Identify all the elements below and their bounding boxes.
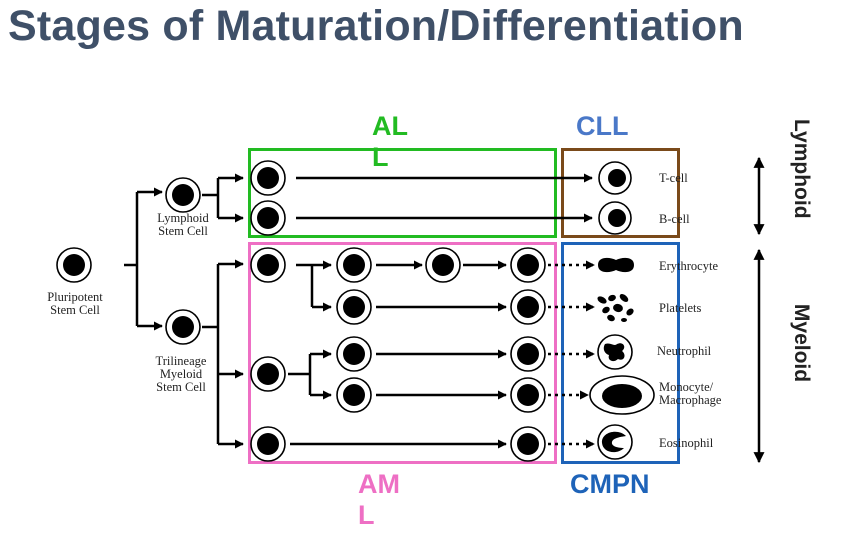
lymphoid-progenitor-cell bbox=[250, 160, 286, 196]
lymphoid-stem-label-line2: Stem Cell bbox=[158, 224, 208, 238]
cll-box bbox=[561, 148, 680, 238]
aml-label: AM L bbox=[358, 469, 400, 531]
pluripotent-label-line2: Stem Cell bbox=[50, 303, 100, 317]
aml-label-line1: AM bbox=[358, 469, 400, 499]
b-cell-label: B-cell bbox=[659, 212, 690, 226]
neutrophil-label: Neutrophil bbox=[657, 344, 712, 358]
aml-label-line2: L bbox=[358, 500, 375, 530]
t-cell-label: T-cell bbox=[659, 171, 688, 185]
monocyte-label-line1: Monocyte/ bbox=[659, 380, 714, 394]
trilineage-label-line2: Myeloid bbox=[159, 367, 203, 381]
trilineage-label-line3: Stem Cell bbox=[156, 380, 206, 394]
myeloid-progenitor-cell bbox=[250, 356, 286, 392]
platelets-icon bbox=[597, 294, 634, 322]
monocyte-label-line2: Macrophage bbox=[659, 393, 722, 407]
cmpn-label: CMPN bbox=[570, 469, 650, 499]
pluripotent-label-line1: Pluripotent bbox=[47, 290, 103, 304]
monocyte-label: Monocyte/ Macrophage bbox=[659, 381, 721, 407]
platelets-label: Platelets bbox=[659, 301, 702, 315]
eosinophil-icon bbox=[597, 424, 633, 460]
page-title: Stages of Maturation/Differentiation bbox=[8, 2, 744, 50]
lymphoid-stem-label: Lymphoid Stem Cell bbox=[146, 212, 220, 238]
erythrocyte-label: Erythrocyte bbox=[659, 259, 719, 273]
lymphoid-lineage-label: Lymphoid bbox=[790, 119, 813, 219]
pluripotent-stem-cell bbox=[56, 247, 92, 283]
eosinophil-label: Eosinophil bbox=[659, 436, 714, 450]
all-label: AL L bbox=[372, 111, 408, 173]
precursor-cell bbox=[425, 247, 461, 283]
cells bbox=[56, 160, 655, 462]
t-cell-icon bbox=[598, 161, 632, 195]
erythrocyte-icon bbox=[598, 257, 634, 273]
precursor-cell bbox=[336, 377, 372, 413]
precursor-cell bbox=[336, 289, 372, 325]
lymphoid-stem-label-line1: Lymphoid bbox=[157, 211, 209, 225]
late-precursor-cell bbox=[510, 247, 546, 283]
trilineage-label-line1: Trilineage bbox=[155, 354, 207, 368]
lymphoid-progenitor-cell bbox=[250, 200, 286, 236]
lymphoid-stem-cell bbox=[165, 177, 201, 213]
precursor-cell bbox=[336, 247, 372, 283]
late-precursor-cell bbox=[510, 289, 546, 325]
neutrophil-icon bbox=[597, 334, 633, 370]
monocyte-icon bbox=[589, 375, 655, 415]
all-box bbox=[248, 148, 557, 238]
late-precursor-cell bbox=[510, 426, 546, 462]
myeloid-progenitor-cell bbox=[250, 247, 286, 283]
myeloid-lineage-label: Myeloid bbox=[790, 303, 813, 383]
trilineage-stem-cell bbox=[165, 309, 201, 345]
cll-label: CLL bbox=[576, 111, 629, 141]
all-label-line2: L bbox=[372, 142, 389, 172]
late-precursor-cell bbox=[510, 336, 546, 372]
b-cell-icon bbox=[598, 201, 632, 235]
late-precursor-cell bbox=[510, 377, 546, 413]
precursor-cell bbox=[336, 336, 372, 372]
trilineage-label: Trilineage Myeloid Stem Cell bbox=[144, 355, 218, 394]
pluripotent-label: Pluripotent Stem Cell bbox=[38, 291, 112, 317]
all-label-line1: AL bbox=[372, 111, 408, 141]
myeloid-progenitor-cell bbox=[250, 426, 286, 462]
